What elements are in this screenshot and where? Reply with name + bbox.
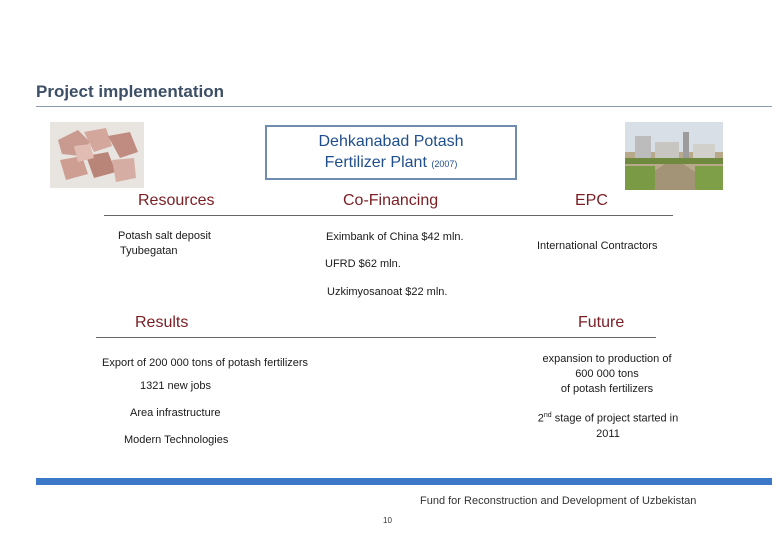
future-item-2-num: 2 [537, 412, 544, 425]
results-heading: Results [135, 314, 189, 331]
plant-name-line2: Fertilizer Plant (2007) [267, 152, 515, 175]
resources-line1: Potash salt deposit [118, 230, 211, 242]
page-number: 10 [383, 516, 392, 525]
results-item-4: Modern Technologies [124, 434, 229, 446]
epc-heading: EPC [575, 192, 608, 209]
cofinancing-item-1: Eximbank of China $42 mln. [326, 231, 464, 243]
cofinancing-heading: Co-Financing [343, 192, 439, 209]
future-item-2-line2: 2011 [596, 427, 620, 440]
plant-name-line1: Dehkanabad Potash [318, 133, 464, 150]
plant-photo [625, 122, 723, 190]
resources-line2: Tyubegatan [120, 245, 178, 257]
future-item-1-line3: of potash fertilizers [560, 383, 654, 395]
future-item-2-text: stage of project started in [554, 412, 679, 425]
plant-name-text: Fertilizer Plant [324, 154, 427, 171]
future-item-2-line1: 2nd stage of project started in [520, 408, 696, 427]
epc-divider [508, 215, 673, 216]
footer-organization: Fund for Reconstruction and Development … [420, 495, 697, 507]
future-heading: Future [578, 314, 625, 331]
results-item-1: Export of 200 000 tons of potash fertili… [102, 357, 309, 369]
results-item-3: Area infrastructure [130, 407, 221, 419]
resources-divider [104, 215, 304, 216]
future-item-1: expansion to production of 600 000 tons … [522, 352, 692, 397]
epc-text: International Contractors [537, 240, 658, 252]
future-item-2-sup: nd [543, 412, 552, 419]
future-item-1-line1: expansion to production of [542, 353, 672, 365]
potash-rocks-photo [50, 122, 144, 188]
title-divider [36, 106, 772, 107]
resources-heading: Resources [138, 192, 215, 209]
page-title: Project implementation [36, 82, 224, 101]
cofinancing-divider [300, 215, 510, 216]
future-item-2: 2nd stage of project started in 2011 [520, 408, 696, 442]
results-future-divider [96, 337, 656, 338]
footer-accent-bar [36, 478, 772, 485]
cofinancing-item-2: UFRD $62 mln. [325, 258, 401, 270]
cofinancing-item-3: Uzkimyosanoat $22 mln. [327, 286, 448, 298]
plant-title-box: Dehkanabad Potash Fertilizer Plant (2007… [265, 125, 517, 180]
results-item-2: 1321 new jobs [140, 380, 211, 392]
plant-year: (2007) [431, 159, 458, 169]
future-item-1-line2: 600 000 tons [575, 368, 639, 380]
